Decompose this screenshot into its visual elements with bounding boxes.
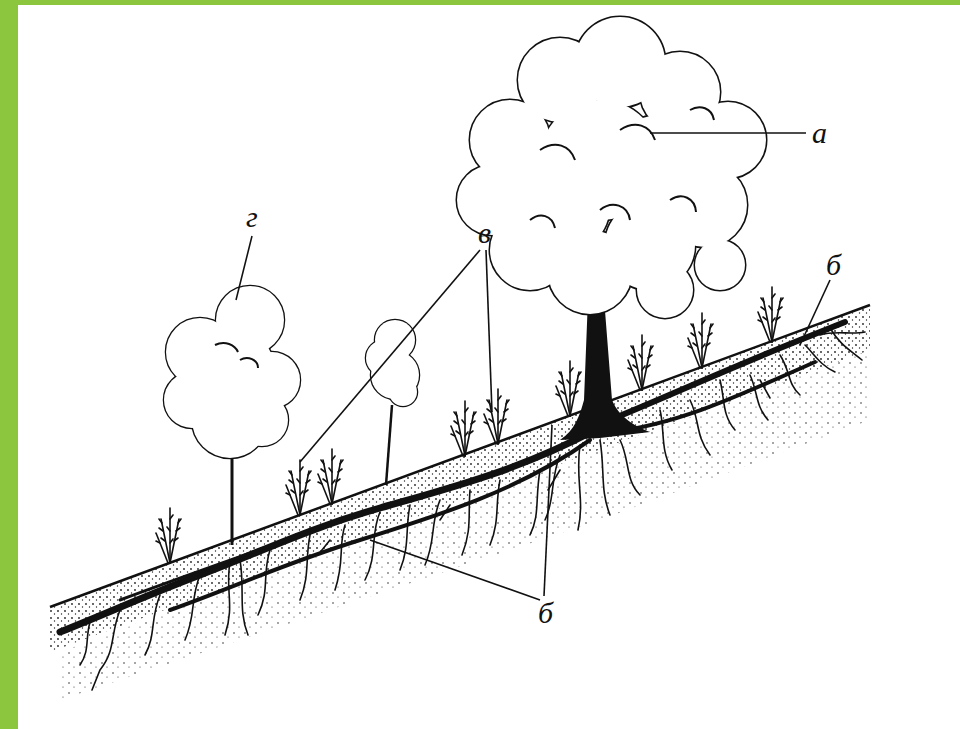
sucker-crown — [366, 320, 419, 406]
part-letter: б — [826, 250, 841, 280]
sucker-stem — [386, 405, 392, 485]
root-sprout — [156, 287, 783, 563]
part-letter: б — [538, 598, 553, 628]
root-system — [60, 322, 865, 690]
soil-layer — [60, 350, 870, 700]
frame-bar — [0, 0, 960, 5]
part-letter: г — [246, 202, 258, 232]
frame-bar — [0, 0, 18, 729]
tree-trunk — [560, 298, 650, 440]
soil-layer — [50, 305, 870, 652]
part-letter: а — [812, 118, 827, 148]
sucker-stem — [231, 450, 234, 545]
leader-line — [236, 133, 830, 600]
tree-crown — [457, 17, 766, 318]
sucker-crown — [164, 286, 300, 458]
ground-surface — [50, 305, 870, 607]
part-letter: в — [478, 218, 491, 248]
